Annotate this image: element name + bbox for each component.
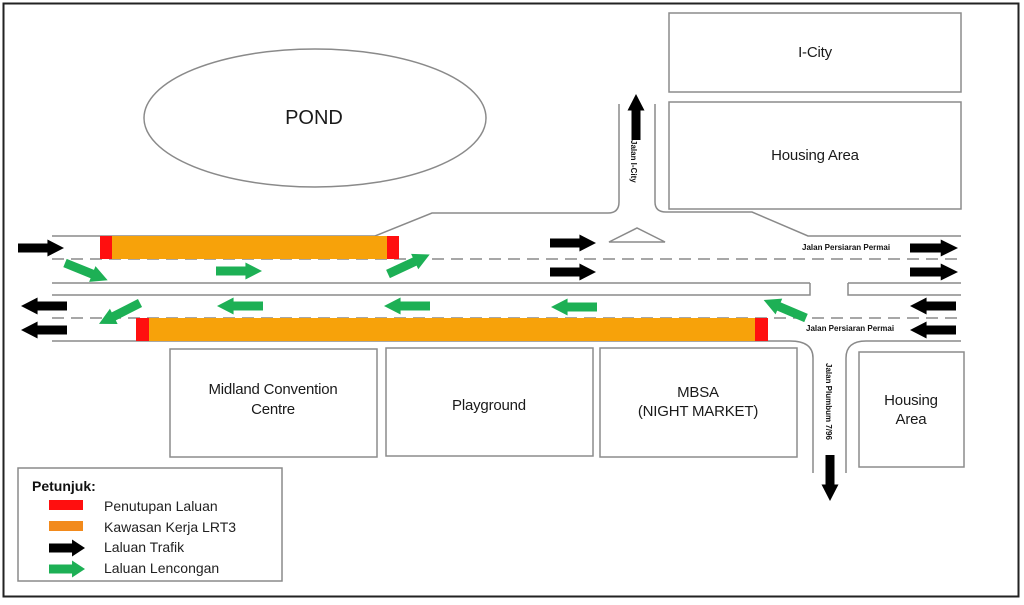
traffic-arrow-east: [910, 263, 958, 281]
work-zone-westbound: [136, 318, 768, 341]
building-mbsa-label-line1: MBSA: [677, 384, 719, 401]
legend-work-zone-swatch: [49, 521, 83, 531]
median-east: [847, 283, 961, 296]
traffic-island: [608, 227, 666, 243]
legend-title: Petunjuk:: [32, 478, 96, 494]
closure-west: [136, 318, 149, 341]
detour-arrow: [384, 297, 430, 315]
building-mbsa-label-line2: (NIGHT MARKET): [638, 403, 758, 420]
traffic-arrow-west: [910, 321, 956, 339]
building-housing-top-label: Housing Area: [771, 147, 860, 164]
traffic-arrow-east: [550, 234, 596, 252]
road-label-jalan-plumbum: Jalan Plumbum 7/96: [824, 363, 833, 440]
detour-arrow: [216, 262, 262, 280]
pond-outline: [143, 48, 487, 188]
building-housing-bottom-label-line2: Area: [896, 411, 928, 428]
building-midland: Midland Convention Centre: [169, 348, 378, 458]
pond: POND: [143, 48, 487, 188]
work-zone-area: [112, 236, 387, 259]
closure-east: [387, 236, 399, 259]
building-midland-label-line1: Midland Convention: [209, 381, 338, 398]
traffic-arrow-north: [627, 94, 645, 140]
legend-work-zone-label: Kawasan Kerja LRT3: [104, 519, 236, 535]
traffic-arrow-east: [550, 263, 596, 281]
jalan-plumbum-left-edge: [789, 340, 814, 473]
traffic-arrow-south: [821, 455, 839, 501]
legend-detour-arrow: [49, 560, 85, 578]
building-housing-top-outline: [668, 101, 962, 210]
building-midland-outline: [169, 348, 378, 458]
median-west: [52, 283, 811, 296]
traffic-arrow-west: [21, 321, 67, 339]
building-playground-outline: [385, 347, 594, 457]
traffic-arrow-east: [18, 239, 64, 257]
building-playground-label: Playground: [452, 397, 526, 414]
legend-traffic-label: Laluan Trafik: [104, 539, 185, 555]
building-housing-bottom-label-line1: Housing: [884, 392, 938, 409]
building-housing-bottom: Housing Area: [858, 351, 965, 468]
traffic-arrow-east: [910, 239, 958, 257]
work-zone-area: [149, 318, 755, 341]
work-zone-eastbound: [100, 236, 399, 259]
black-arrow-icon: [49, 539, 85, 557]
closure-west: [100, 236, 112, 259]
traffic-arrow-west: [910, 297, 956, 315]
legend-closure-label: Penutupan Laluan: [104, 498, 218, 514]
detour-arrow: [386, 253, 430, 279]
jalan-icity-left-edge: [374, 104, 620, 237]
detour-arrow: [63, 258, 108, 282]
building-mbsa-outline: [599, 347, 798, 458]
legend-detour-label: Laluan Lencongan: [104, 560, 219, 576]
building-icity: I-City: [668, 12, 962, 93]
jalan-icity-right-edge: [654, 104, 961, 237]
detour-arrows: [63, 253, 808, 324]
building-midland-label-line2: Centre: [251, 401, 295, 418]
traffic-arrows: [18, 94, 958, 501]
pond-label: POND: [285, 107, 343, 129]
detour-arrow: [99, 298, 143, 324]
building-playground: Playground: [385, 347, 594, 457]
detour-arrow: [551, 298, 597, 316]
jalan-plumbum-right-edge: [845, 340, 961, 473]
building-mbsa: MBSA (NIGHT MARKET): [599, 347, 798, 458]
green-arrow-icon: [49, 560, 85, 578]
legend: Petunjuk: Penutupan Laluan Kawasan Kerja…: [17, 467, 283, 582]
detour-arrow: [763, 298, 808, 323]
closure-east: [755, 318, 768, 341]
legend-traffic-arrow: [49, 539, 85, 557]
legend-closure-swatch: [49, 500, 83, 510]
building-icity-outline: [668, 12, 962, 93]
road-label-persiaran-permai-top: Jalan Persiaran Permai: [802, 243, 890, 252]
detour-arrow: [217, 297, 263, 315]
building-housing-top: Housing Area: [668, 101, 962, 210]
building-icity-label: I-City: [798, 44, 832, 61]
road-label-persiaran-permai-bottom: Jalan Persiaran Permai: [806, 324, 894, 333]
traffic-arrow-west: [21, 297, 67, 315]
building-housing-bottom-outline: [858, 351, 965, 468]
road-label-jalan-icity: Jalan I-City: [629, 140, 638, 183]
